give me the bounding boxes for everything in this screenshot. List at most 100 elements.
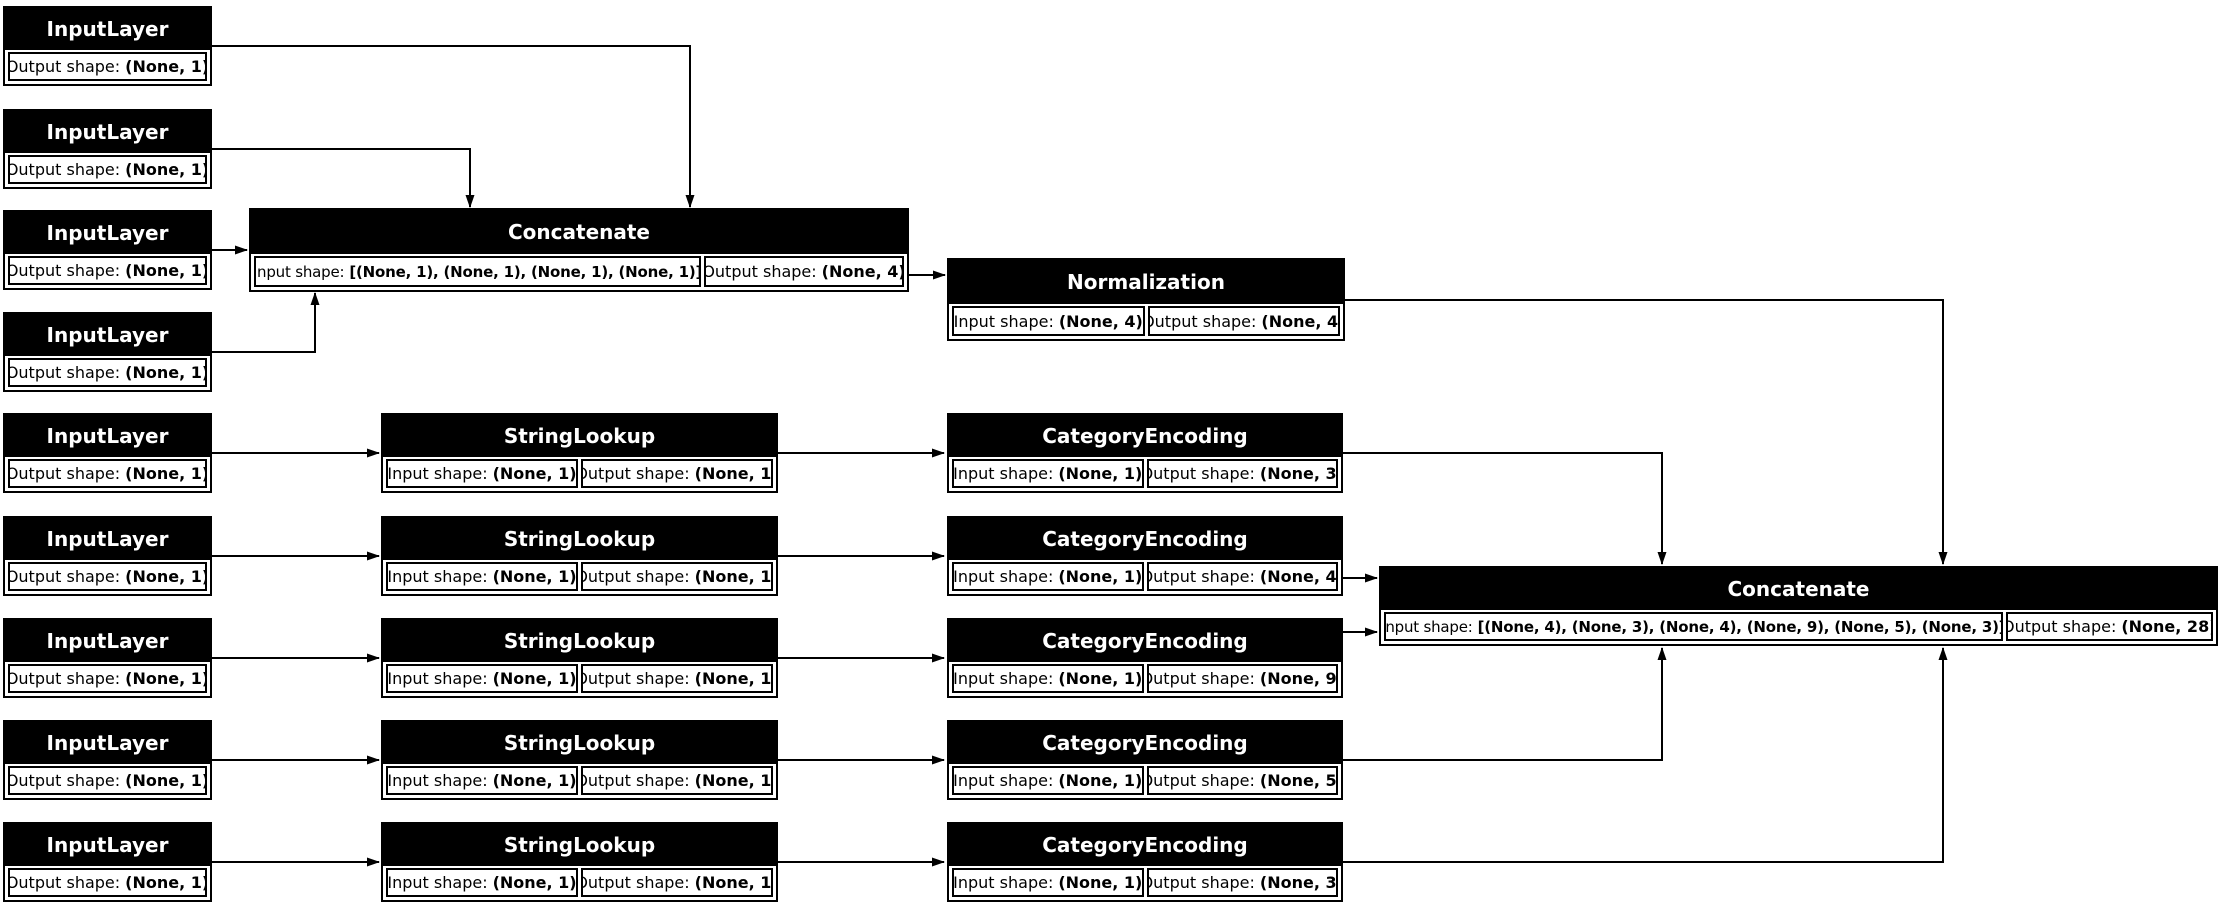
shape-cell: Output shape:(None, 1): [8, 868, 207, 897]
shape-row: Input shape:[(None, 4), (None, 3), (None…: [1381, 610, 2216, 644]
layer-type-title: InputLayer: [5, 722, 210, 764]
layer-type-title: StringLookup: [383, 824, 776, 866]
shape-cell: Input shape:(None, 1): [952, 868, 1144, 897]
shape-label: Output shape:: [8, 261, 121, 280]
shape-value: (None, 9): [1259, 669, 1338, 688]
shape-cell: Input shape:(None, 4): [952, 306, 1145, 336]
shape-label: Input shape:: [387, 669, 488, 688]
shape-cell: Input shape:(None, 1): [952, 562, 1144, 591]
shape-value: (None, 4): [821, 262, 904, 281]
shape-label: Output shape:: [1146, 873, 1255, 892]
shape-label: Output shape:: [703, 262, 817, 281]
shape-value: (None, 1): [694, 464, 773, 483]
shape-value: (None, 1): [1058, 873, 1143, 892]
shape-label: Input shape:: [953, 567, 1054, 586]
edge-categoryencoding4-concatenate2: [1343, 647, 1667, 761]
shape-label: Input shape:: [387, 771, 488, 790]
shape-row: Output shape:(None, 1): [5, 153, 210, 187]
shape-label: Output shape:: [581, 464, 690, 483]
shape-label: Input shape:: [387, 873, 488, 892]
shape-value: (None, 3): [1259, 873, 1338, 892]
shape-value: (None, 1): [125, 669, 207, 688]
shape-cell: Output shape:(None, 1): [8, 459, 207, 488]
shape-value: (None, 1): [1058, 567, 1143, 586]
shape-cell: Output shape:(None, 9): [1146, 664, 1338, 693]
layer-type-title: InputLayer: [5, 518, 210, 560]
layer-type-title: InputLayer: [5, 212, 210, 254]
edge-input1-concatenate1: [212, 45, 695, 208]
shape-label: Input shape:: [387, 567, 488, 586]
layer-type-title: Concatenate: [251, 210, 907, 254]
shape-value: (None, 1): [125, 464, 207, 483]
shape-row: Input shape:(None, 1)Output shape:(None,…: [949, 662, 1341, 696]
shape-value: (None, 1): [1058, 771, 1143, 790]
shape-value: (None, 1): [1058, 464, 1143, 483]
shape-row: Input shape:(None, 1)Output shape:(None,…: [383, 662, 776, 696]
shape-value: (None, 3): [1259, 464, 1338, 483]
shape-cell: Output shape:(None, 28): [2005, 612, 2213, 641]
shape-label: Input shape:: [1384, 617, 1473, 636]
shape-row: Input shape:(None, 1)Output shape:(None,…: [383, 764, 776, 798]
shape-row: Input shape: (None, 1)Output shape:(None,…: [383, 866, 776, 900]
shape-label: Input shape:: [953, 873, 1054, 892]
shape-cell: Output shape:(None, 1): [8, 766, 207, 795]
shape-cell: Output shape:(None, 1): [8, 256, 207, 285]
shape-value: (None, 1): [125, 873, 207, 892]
shape-cell: Input shape:(None, 1): [386, 664, 578, 693]
shape-value: [(None, 4), (None, 3), (None, 4), (None,…: [1477, 617, 2003, 636]
shape-label: Output shape:: [581, 873, 690, 892]
shape-label: Input shape:: [387, 464, 488, 483]
shape-label: Output shape:: [8, 464, 121, 483]
shape-cell: Output shape:(None, 5): [1146, 766, 1338, 795]
shape-cell: Output shape:(None, 1): [581, 459, 773, 488]
shape-cell: Output shape:(None, 1): [581, 868, 773, 897]
shape-label: Output shape:: [8, 669, 121, 688]
shape-label: Output shape:: [581, 669, 690, 688]
shape-row: Input shape:(None, 1)Output shape:(None,…: [949, 866, 1341, 900]
shape-value: (None, 1): [694, 567, 773, 586]
shape-row: Input shape:(None, 1)Output shape:(None,…: [949, 764, 1341, 798]
shape-row: Input shape:(None, 1)Output shape:(None,…: [383, 560, 776, 594]
edge-normalization-concatenate2: [1345, 299, 1948, 565]
shape-label: Output shape:: [1146, 771, 1255, 790]
layer-type-title: InputLayer: [5, 8, 210, 50]
shape-value: (None, 5): [1259, 771, 1338, 790]
shape-value: (None, 1): [125, 57, 207, 76]
shape-value: (None, 1): [694, 873, 773, 892]
layer-type-title: CategoryEncoding: [949, 518, 1341, 560]
shape-label: Input shape:: [953, 669, 1054, 688]
shape-label: Input shape:: [953, 311, 1054, 331]
shape-value: (None, 1): [492, 669, 577, 688]
shape-value: (None, 1): [125, 261, 207, 280]
shape-cell: Output shape:(None, 1): [581, 766, 773, 795]
shape-cell: Output shape:(None, 1): [8, 52, 207, 81]
shape-label: Output shape:: [8, 160, 121, 179]
shape-value: (None, 1): [694, 669, 773, 688]
shape-cell: Input shape:(None, 1): [386, 766, 578, 795]
edge-input4-concatenate1: [212, 292, 320, 353]
shape-label: Input shape:: [953, 464, 1054, 483]
layer-type-title: StringLookup: [383, 518, 776, 560]
layer-type-title: StringLookup: [383, 415, 776, 457]
shape-row: Output shape:(None, 1): [5, 560, 210, 594]
shape-label: Input shape:: [254, 262, 345, 281]
shape-cell: Input shape:(None, 1): [386, 562, 578, 591]
shape-value: (None, 4): [1259, 567, 1338, 586]
shape-row: Output shape:(None, 1): [5, 457, 210, 491]
layer-type-title: InputLayer: [5, 415, 210, 457]
